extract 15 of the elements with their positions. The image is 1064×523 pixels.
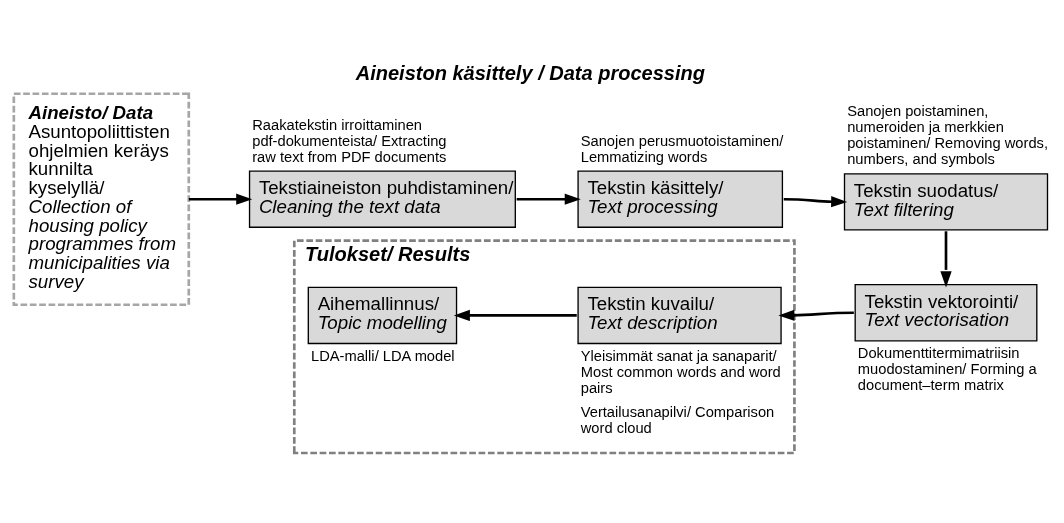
arrow <box>940 230 952 287</box>
arrow <box>188 193 253 205</box>
node-label: Sanojen perusmuotoistaminen/ Lemmatizing words <box>580 132 784 165</box>
node-label: Dokumenttitermimatriisin muodostaminen/ Forming a document–term matrix <box>857 344 1037 393</box>
node-label: Vertailusanapilvi/ Comparison word cloud <box>580 403 775 436</box>
node-box: Aineisto/ Data Asuntopoliittisten ohjelmien keräys kunnilta kyselyllä/ Collection of housing policy programmes from municipalities via survey <box>12 91 191 306</box>
arrow <box>783 195 848 207</box>
node-label: Sanojen poistaminen, numeroiden ja merkkien poistaminen/ Removing words, numbers, and symbols <box>847 102 1048 167</box>
node-label: Yleisimmät sanat ja sanaparit/ Most common words and word pairs <box>580 347 781 396</box>
node-label: LDA-malli/ LDA model <box>310 347 455 364</box>
arrow <box>778 309 854 321</box>
arrow <box>516 193 581 205</box>
diagram-title: Aineiston käsittely / Data processing <box>355 61 705 84</box>
arrow <box>453 309 577 321</box>
node-label: Raakatekstin irroittaminen pdf-dokumenteista/ Extracting raw text from PDF documents <box>252 116 447 165</box>
